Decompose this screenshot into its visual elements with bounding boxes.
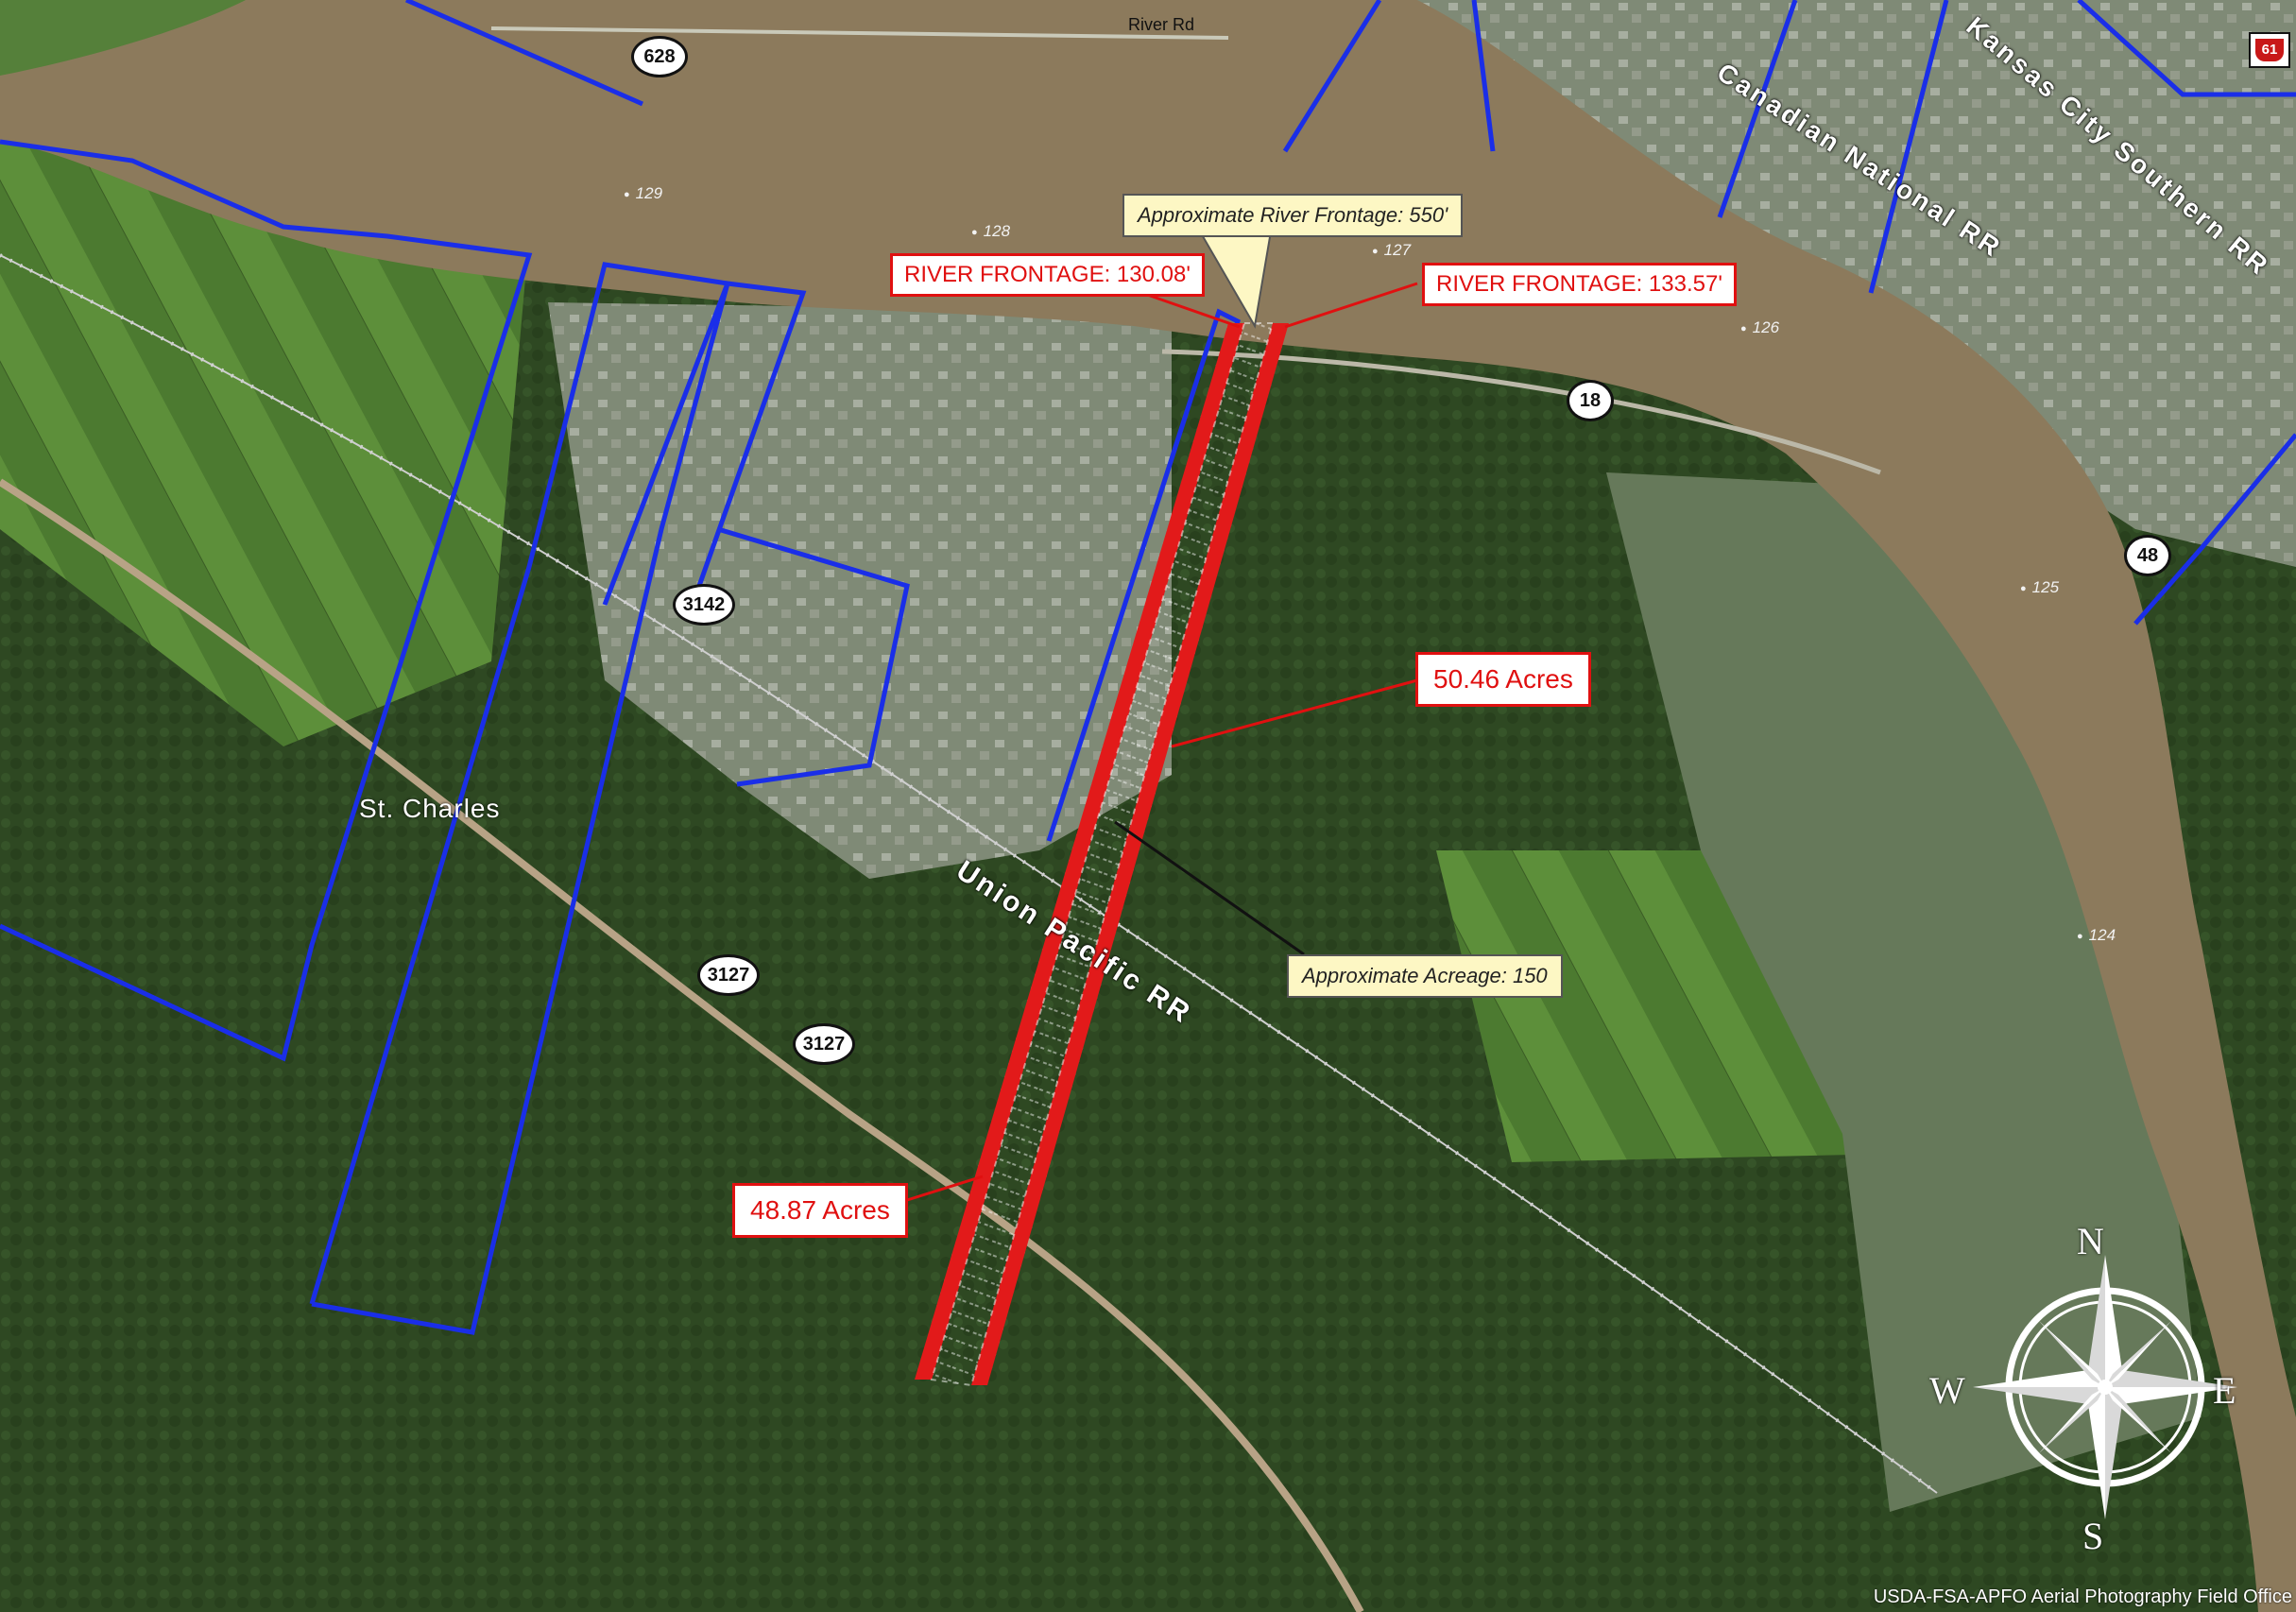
- subject-tract-east-strip: [971, 323, 1289, 1385]
- imagery-credit: USDA-FSA-APFO Aerial Photography Field O…: [1873, 1586, 2292, 1607]
- route-3142-shield: 3142: [673, 584, 735, 626]
- frontage-east-callout: RIVER FRONTAGE: 133.57': [1422, 263, 1737, 306]
- compass-west: W: [1929, 1369, 1965, 1412]
- parcel-3: [602, 281, 807, 606]
- compass-rose: [1973, 1255, 2237, 1519]
- union-pacific-rail-line: [0, 254, 1938, 1494]
- approx-acreage-leader: [1114, 820, 1305, 956]
- river-mile-126: 126: [1740, 318, 1779, 337]
- road-3127: [0, 478, 1364, 1612]
- parish-label: St. Charles: [359, 794, 501, 823]
- parcel-11: [2133, 433, 2296, 626]
- callout-leaders: [906, 282, 1418, 1202]
- compass-south: S: [2082, 1515, 2104, 1557]
- route-3127-shield-a: 3127: [697, 954, 760, 996]
- frontage-west-callout: RIVER FRONTAGE: 130.08': [890, 253, 1205, 297]
- parcel-6: [1282, 0, 1382, 153]
- compass-north: N: [2077, 1220, 2104, 1262]
- route-628-shield: 628: [631, 36, 688, 77]
- parcel-7: [1471, 0, 1496, 152]
- river-mile-125: 125: [2020, 578, 2059, 597]
- river-mile-128: 128: [971, 222, 1010, 241]
- parcel-9: [1868, 0, 1949, 294]
- acres-west-callout: 48.87 Acres: [732, 1183, 908, 1238]
- parcel-1: [0, 139, 533, 1062]
- us-61-shield: 61: [2249, 32, 2290, 68]
- parcel-12: [404, 0, 644, 107]
- parcel-8: [1717, 0, 1798, 218]
- river-road-label: River Rd: [1128, 15, 1195, 34]
- parcel-4: [717, 526, 910, 787]
- parcel-10: [2077, 0, 2296, 97]
- route-18-shield: 18: [1567, 380, 1614, 421]
- us-61-number: 61: [2255, 39, 2284, 61]
- approx-frontage-callout: Approximate River Frontage: 550': [1122, 194, 1464, 237]
- river-mile-124: 124: [2077, 926, 2116, 945]
- river-road: [490, 26, 1229, 40]
- acres-east-callout: 50.46 Acres: [1415, 652, 1591, 707]
- route-48-shield: 48: [2124, 535, 2171, 576]
- river-mile-127: 127: [1372, 241, 1411, 260]
- refinery-area: [548, 302, 1172, 879]
- approx-acreage-callout: Approximate Acreage: 150: [1287, 954, 1563, 998]
- subject-tract-west-strip: [915, 323, 1244, 1380]
- route-3127-shield-b: 3127: [793, 1023, 855, 1065]
- compass-east: E: [2213, 1369, 2236, 1412]
- river-mile-129: 129: [624, 184, 662, 203]
